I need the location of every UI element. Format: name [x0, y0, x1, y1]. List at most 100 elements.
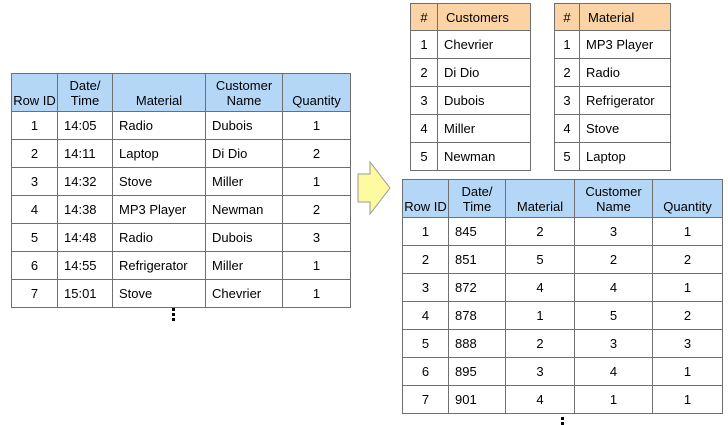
cell-date-time: 14:55 [57, 251, 113, 280]
cell-row-id: 5 [402, 329, 449, 358]
cell-material: 2 [505, 329, 575, 358]
cell-date-time: 851 [448, 245, 506, 274]
cell-quantity: 3 [282, 223, 351, 252]
header-customers: Customers [437, 3, 531, 31]
cell-date-time: 14:05 [57, 111, 113, 140]
header-material: Material [505, 179, 575, 218]
cell-material: Laptop [579, 142, 671, 171]
cell-number: 5 [410, 142, 438, 171]
cell-material: 3 [505, 357, 575, 386]
cell-number: 2 [554, 58, 580, 87]
cell-material: MP3 Player [579, 30, 671, 59]
header-date-time: Date/ Time [57, 73, 113, 112]
cell-quantity: 1 [652, 273, 723, 302]
header-customer-name: Customer Name [574, 179, 653, 218]
encoded-table-header-row: Row ID Date/ Time Material Customer Name… [402, 179, 723, 218]
cell-number: 1 [554, 30, 580, 59]
cell-material: 5 [505, 245, 575, 274]
cell-quantity: 1 [282, 251, 351, 280]
encoded-table: Row ID Date/ Time Material Customer Name… [402, 179, 723, 414]
header-number: # [410, 3, 438, 31]
cell-customer-name: 1 [574, 385, 653, 414]
cell-date-time: 895 [448, 357, 506, 386]
cell-row-id: 1 [402, 217, 449, 246]
cell-customer: Chevrier [437, 30, 531, 59]
cell-quantity: 1 [282, 111, 351, 140]
cell-row-id: 3 [11, 167, 58, 196]
cell-row-id: 4 [402, 301, 449, 330]
cell-row-id: 6 [11, 251, 58, 280]
cell-quantity: 1 [652, 385, 723, 414]
cell-quantity: 2 [652, 301, 723, 330]
cell-number: 4 [410, 114, 438, 143]
cell-material: Stove [579, 114, 671, 143]
cell-customer: Newman [437, 142, 531, 171]
cell-quantity: 1 [652, 357, 723, 386]
header-date-time: Date/ Time [448, 179, 506, 218]
cell-material: Laptop [112, 139, 206, 168]
cell-material: 4 [505, 385, 575, 414]
cell-material: Radio [579, 58, 671, 87]
cell-quantity: 2 [282, 195, 351, 224]
cell-material: Stove [112, 279, 206, 308]
header-number: # [554, 3, 580, 31]
cell-material: Radio [112, 111, 206, 140]
cell-customer-name: Chevrier [205, 279, 283, 308]
cell-material: 1 [505, 301, 575, 330]
cell-row-id: 5 [11, 223, 58, 252]
cell-material: 2 [505, 217, 575, 246]
cell-row-id: 2 [11, 139, 58, 168]
cell-customer-name: Di Dio [205, 139, 283, 168]
cell-row-id: 7 [402, 385, 449, 414]
cell-row-id: 3 [402, 273, 449, 302]
cell-date-time: 901 [448, 385, 506, 414]
cell-customer: Dubois [437, 86, 531, 115]
cell-date-time: 14:48 [57, 223, 113, 252]
cell-number: 2 [410, 58, 438, 87]
cell-quantity: 1 [282, 167, 351, 196]
cell-quantity: 2 [652, 245, 723, 274]
cell-customer-name: 5 [574, 301, 653, 330]
cell-quantity: 1 [652, 217, 723, 246]
cell-customer: Di Dio [437, 58, 531, 87]
cell-material: Refrigerator [112, 251, 206, 280]
header-quantity: Quantity [652, 179, 723, 218]
cell-row-id: 7 [11, 279, 58, 308]
cell-quantity: 2 [282, 139, 351, 168]
cell-customer-name: 4 [574, 357, 653, 386]
header-material: Material [579, 3, 671, 31]
cell-number: 3 [410, 86, 438, 115]
cell-material: Radio [112, 223, 206, 252]
cell-quantity: 3 [652, 329, 723, 358]
cell-material: Stove [112, 167, 206, 196]
header-row-id: Row ID [11, 73, 58, 112]
source-table-header-row: Row ID Date/ Time Material Customer Name… [11, 73, 351, 112]
cell-date-time: 872 [448, 273, 506, 302]
cell-date-time: 845 [448, 217, 506, 246]
cell-material: 4 [505, 273, 575, 302]
source-continuation-dots [172, 308, 175, 321]
cell-row-id: 2 [402, 245, 449, 274]
material-dictionary-header-row: # Material [554, 3, 671, 31]
